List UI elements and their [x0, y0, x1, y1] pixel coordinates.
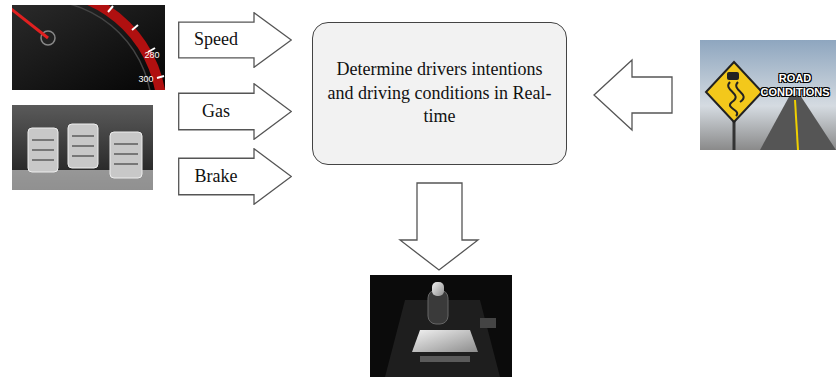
node-text: Determine drivers intentions and driving… [327, 58, 552, 128]
road-sign-image [700, 40, 836, 150]
block-arrow [594, 60, 672, 130]
node-text: Speed [194, 29, 238, 50]
gear-shifter-image [370, 275, 512, 377]
input-arrow: Brake [178, 148, 292, 205]
speedometer-image [0, 0, 165, 234]
arrow-outline [179, 84, 292, 140]
gauge-number: 280 [140, 50, 164, 61]
process-box: Determine drivers intentions and driving… [312, 22, 567, 165]
pedals-image [12, 105, 153, 190]
sign-text: ROAD CONDITIONS [756, 72, 834, 100]
node-text: Gas [202, 101, 230, 122]
block-arrow [400, 183, 478, 270]
arrow-outline [178, 83, 292, 140]
gauge-number: 300 [134, 74, 158, 85]
arrow-outline [179, 13, 292, 68]
input-arrow: Speed [178, 12, 292, 68]
input-arrow: Gas [178, 83, 292, 140]
node-text: Brake [195, 166, 238, 187]
arrow-outline [179, 149, 292, 205]
